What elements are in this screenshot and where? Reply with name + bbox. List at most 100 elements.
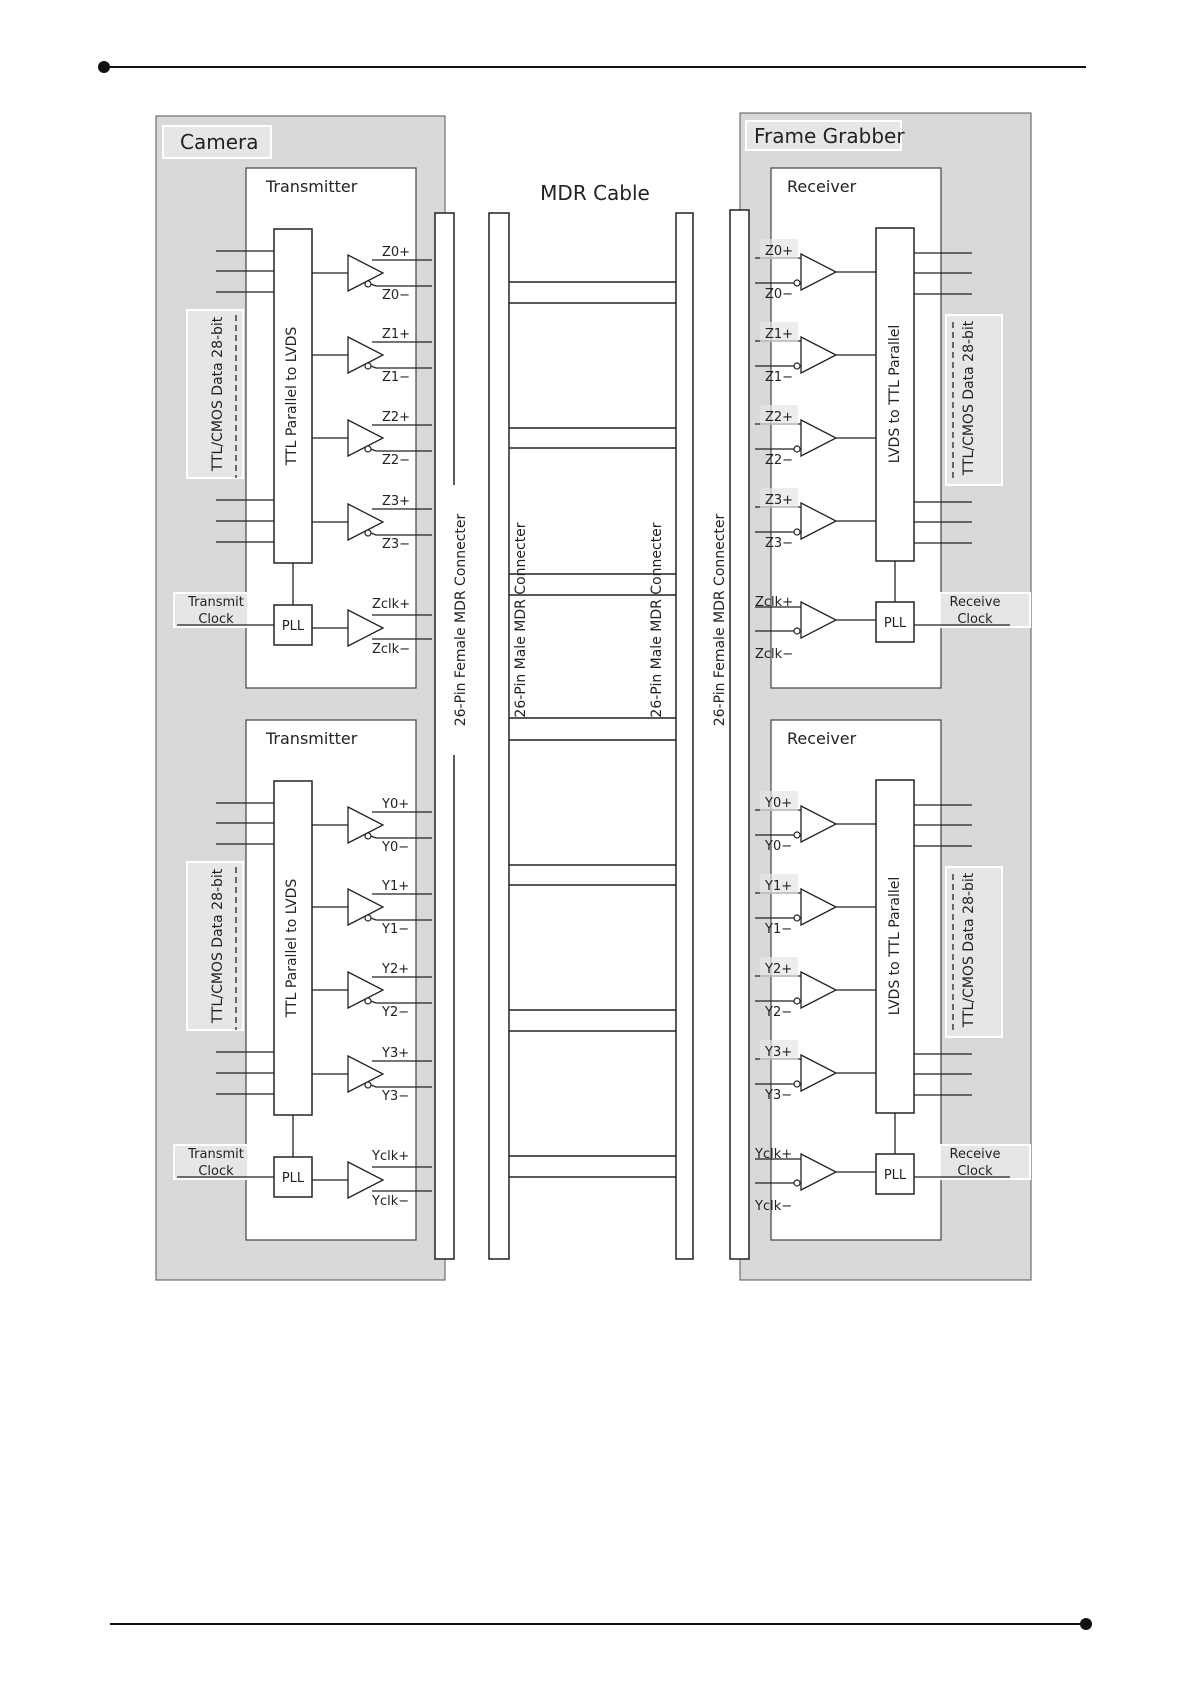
channel-neg-label: Z1− — [382, 370, 410, 385]
channel-neg-label: Y0− — [381, 840, 409, 855]
channel-neg-label: Y2− — [381, 1005, 409, 1020]
channel-neg-label: Y1− — [764, 922, 792, 937]
channel-neg-label: Y2− — [764, 1005, 792, 1020]
channel-pos-label: Y2+ — [381, 962, 409, 977]
channel-pos-label: Z0+ — [382, 245, 410, 260]
inverter-bubble — [793, 528, 801, 536]
converter-label: LVDS to TTL Parallel — [887, 325, 903, 464]
channel-pos-label: Y0+ — [764, 796, 792, 811]
clock-pos-label: Yclk+ — [754, 1147, 792, 1162]
channel-neg-label: Z2− — [382, 453, 410, 468]
inverter-bubble — [364, 280, 372, 288]
clock-label-box — [173, 592, 249, 628]
lvds-receiver — [800, 970, 838, 1010]
block-title: Receiver — [787, 177, 857, 196]
channel-neg-label: Z1− — [765, 370, 793, 385]
lvds-receiver — [800, 335, 838, 375]
lvds-receiver — [800, 501, 838, 541]
converter-label: TTL Parallel to LVDS — [284, 879, 300, 1019]
neg-line — [370, 1000, 432, 1004]
channel-neg-label: Z2− — [765, 453, 793, 468]
data-label-box — [945, 866, 1003, 1038]
clock-label-box — [173, 1144, 249, 1180]
converter-box — [273, 780, 313, 1116]
clock-label-line2: Clock — [198, 1164, 234, 1179]
header-rule — [98, 61, 1086, 73]
channel-pos-label: Z3+ — [382, 494, 410, 509]
inverter-bubble — [793, 362, 801, 370]
inverter-bubble — [364, 914, 372, 922]
clock-pos-label: Zclk+ — [755, 595, 793, 610]
neg-line — [370, 1084, 432, 1088]
cable-male-connector-right-label: 26-Pin Male MDR Connecter — [649, 522, 665, 717]
data-label-group: TTL/CMOS Data 28-bit — [961, 872, 977, 1028]
clock-label-line2: Clock — [198, 612, 234, 627]
data-label-group: TTL/CMOS Data 28-bit — [210, 316, 226, 472]
inverter-bubble — [364, 832, 372, 840]
converter-label-group: TTL Parallel to LVDS — [284, 879, 300, 1019]
label-bg — [760, 874, 798, 894]
inverter-bubble — [364, 362, 372, 370]
pll-label: PLL — [884, 1168, 907, 1183]
channel-pos-label: Y3+ — [764, 1045, 792, 1060]
lvds-receiver — [800, 887, 838, 927]
channel-neg-label: Y3− — [764, 1088, 792, 1103]
pll-box — [273, 1156, 313, 1198]
cable-male-connector-left-label: 26-Pin Male MDR Connecter — [513, 522, 529, 717]
lvds-receiver — [800, 1053, 838, 1093]
channel-pos-label: Z2+ — [382, 410, 410, 425]
camera-female-connector-label: 26-Pin Female MDR Connecter — [453, 513, 469, 726]
inverter-bubble — [364, 1081, 372, 1089]
clock-label-line1: Receive — [950, 1147, 1001, 1162]
mdr-cable-title: MDR Cable — [540, 181, 650, 205]
clock-pos-label: Yclk+ — [371, 1149, 409, 1164]
pll-label: PLL — [282, 619, 305, 634]
clock-label-line1: Receive — [950, 595, 1001, 610]
inverter-bubble — [364, 997, 372, 1005]
clock-label-box — [939, 592, 1031, 628]
clock-label-line1: Transmit — [187, 595, 244, 610]
label-bg — [760, 405, 798, 425]
data-label-box — [945, 314, 1003, 486]
label-bg — [760, 322, 798, 342]
block-title: Transmitter — [265, 729, 358, 748]
inverter-bubble — [793, 831, 801, 839]
pll-box — [875, 601, 915, 643]
lvds-receiver — [800, 804, 838, 844]
channel-neg-label: Z0− — [382, 288, 410, 303]
clock-inverter-bubble — [793, 1179, 801, 1187]
camera-title: Camera — [180, 130, 259, 154]
inverter-bubble — [793, 997, 801, 1005]
clock-pos-label: Zclk+ — [372, 597, 410, 612]
neg-line — [370, 448, 432, 452]
pll-box — [273, 604, 313, 646]
label-bg — [760, 791, 798, 811]
channel-neg-label: Z3− — [382, 537, 410, 552]
neg-line — [370, 835, 432, 839]
clock-neg-label: Zclk− — [372, 642, 410, 657]
data-label: TTL/CMOS Data 28-bit — [961, 872, 977, 1028]
channel-pos-label: Y0+ — [381, 797, 409, 812]
neg-line — [370, 283, 432, 287]
cable-male-connector-right — [675, 212, 694, 1260]
neg-line — [370, 917, 432, 921]
channel-pos-label: Z1+ — [382, 327, 410, 342]
block-title: Transmitter — [265, 177, 358, 196]
converter-label: LVDS to TTL Parallel — [887, 877, 903, 1016]
clock-label-line1: Transmit — [187, 1147, 244, 1162]
channel-pos-label: Y1+ — [381, 879, 409, 894]
converter-label-group: TTL Parallel to LVDS — [284, 327, 300, 467]
clock-neg-label: Yclk− — [371, 1194, 409, 1209]
clock-neg-label: Yclk− — [754, 1199, 792, 1214]
data-label: TTL/CMOS Data 28-bit — [210, 868, 226, 1024]
data-label-box — [186, 861, 244, 1031]
converter-label: TTL Parallel to LVDS — [284, 327, 300, 467]
grabber-female-connector — [729, 209, 750, 1260]
inverter-bubble — [364, 445, 372, 453]
channel-pos-label: Y3+ — [381, 1046, 409, 1061]
converter-label-group: LVDS to TTL Parallel — [887, 325, 903, 464]
